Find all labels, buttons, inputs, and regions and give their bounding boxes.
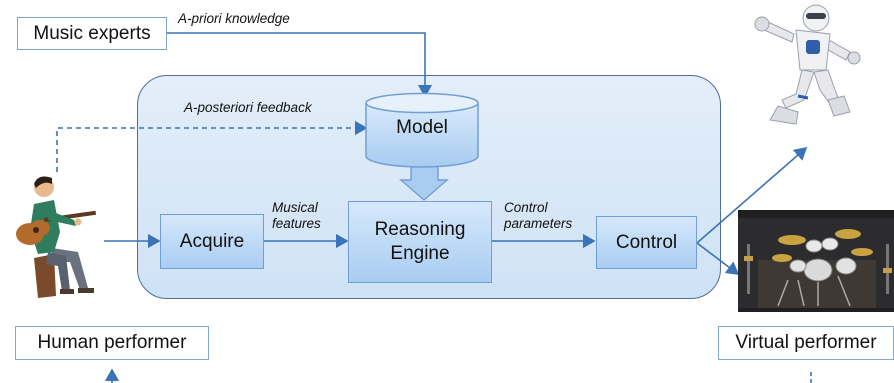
musical-line1: Musical xyxy=(272,200,318,215)
virtual-performer-box: Virtual performer xyxy=(718,326,894,360)
model-cylinder xyxy=(365,92,479,168)
acquire-block: Acquire xyxy=(160,214,264,269)
guitarist-illustration xyxy=(16,176,97,298)
control-to-drums-arrow xyxy=(696,242,740,275)
control-block: Control xyxy=(596,216,697,269)
music-experts-label: Music experts xyxy=(33,22,151,44)
musical-features-annotation: Musical features xyxy=(272,200,321,232)
control-parameters-annotation: Control parameters xyxy=(504,200,572,232)
human-performer-box: Human performer xyxy=(15,326,209,360)
humanoid-robot-illustration xyxy=(754,4,861,125)
virtual-performer-label: Virtual performer xyxy=(735,332,877,353)
reasoning-label-line1: Reasoning xyxy=(374,219,466,241)
control-to-robot-arrow xyxy=(696,146,808,244)
a-priori-annotation: A-priori knowledge xyxy=(178,11,290,26)
musical-line2: features xyxy=(272,216,321,232)
virtual-drumkit-illustration xyxy=(738,210,894,312)
control-params-line2: parameters xyxy=(504,216,573,232)
a-priori-arrow xyxy=(167,32,433,98)
reasoning-engine-block: Reasoning Engine xyxy=(348,201,492,283)
control-label: Control xyxy=(615,231,678,253)
music-experts-box: Music experts xyxy=(17,17,167,50)
model-label: Model xyxy=(396,117,448,138)
acquire-label: Acquire xyxy=(179,230,245,252)
human-performer-label: Human performer xyxy=(37,332,187,353)
a-posteriori-annotation: A-posteriori feedback xyxy=(184,100,312,115)
a-posteriori-arrow xyxy=(56,120,368,172)
reasoning-label-line2: Engine xyxy=(390,243,450,264)
control-params-line1: Control xyxy=(504,200,548,215)
